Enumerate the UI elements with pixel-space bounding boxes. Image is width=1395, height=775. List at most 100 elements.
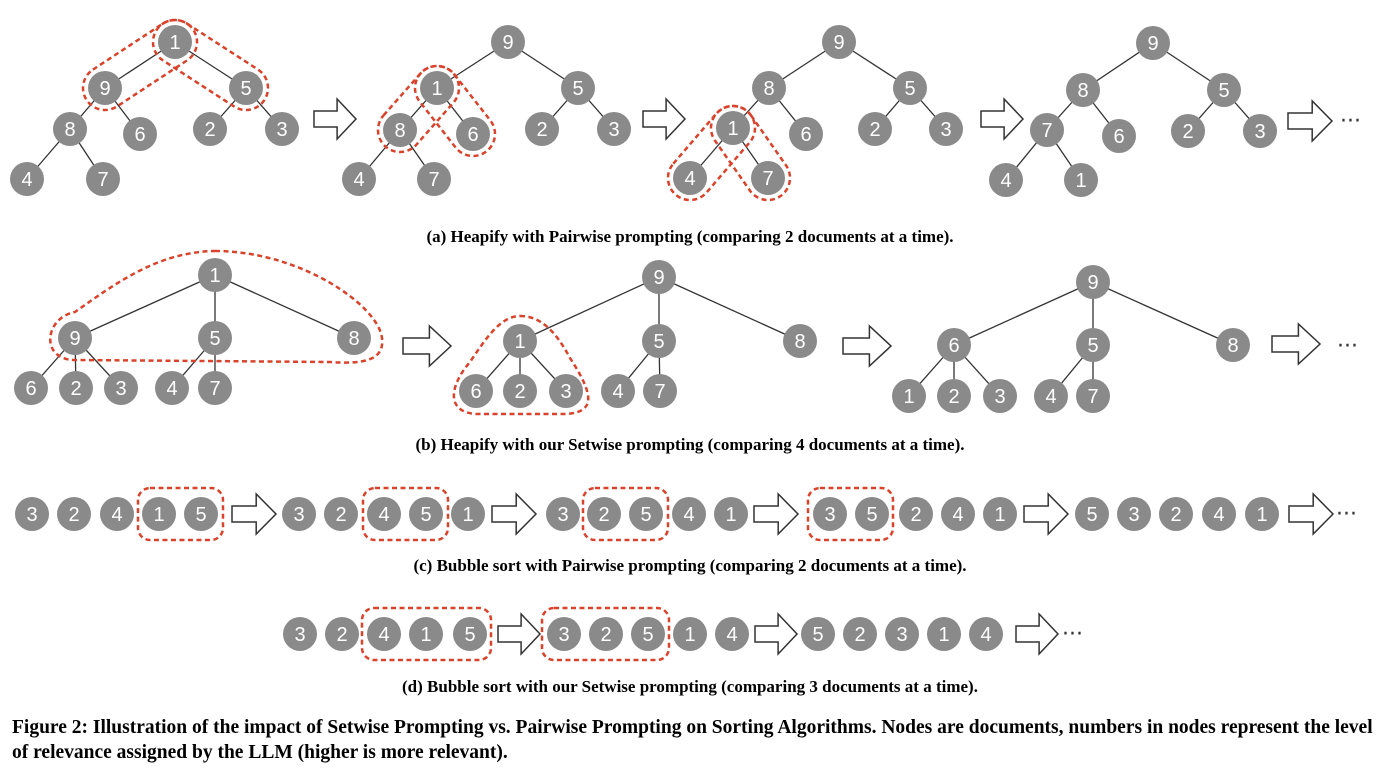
node-label: 2 bbox=[600, 624, 611, 646]
node-label: 6 bbox=[25, 378, 36, 400]
node-circle bbox=[714, 497, 748, 531]
tree-node: 3 bbox=[597, 112, 631, 146]
node-label: 3 bbox=[293, 504, 304, 526]
node-label: 2 bbox=[598, 504, 609, 526]
node-circle bbox=[716, 111, 750, 145]
tree-node: 6 bbox=[14, 371, 48, 405]
tree-node: 5 bbox=[855, 497, 889, 531]
node-circle bbox=[547, 617, 581, 651]
comparison-highlight bbox=[452, 314, 590, 416]
tree-node: 7 bbox=[86, 162, 120, 196]
node-circle bbox=[14, 371, 48, 405]
tree-node: 1 bbox=[503, 324, 537, 358]
node-circle bbox=[885, 617, 919, 651]
node-label: 7 bbox=[1041, 120, 1052, 142]
tree-node: 4 bbox=[969, 617, 1003, 651]
node-label: 2 bbox=[854, 624, 865, 646]
node-circle bbox=[1034, 379, 1068, 413]
node-circle bbox=[929, 112, 963, 146]
node-label: 2 bbox=[910, 504, 921, 526]
tree-edge bbox=[74, 274, 216, 339]
node-circle bbox=[184, 497, 218, 531]
node-label: 1 bbox=[153, 504, 164, 526]
tree-node: 1 bbox=[716, 111, 750, 145]
caption-d: (d) Bubble sort with our Setwise prompti… bbox=[402, 677, 978, 696]
node-circle bbox=[409, 617, 443, 651]
node-circle bbox=[969, 617, 1003, 651]
ellipsis: ··· bbox=[1336, 502, 1357, 527]
tree-node: 5 bbox=[629, 497, 663, 531]
tree-node: 2 bbox=[587, 497, 621, 531]
node-circle bbox=[123, 117, 157, 151]
transition-arrow bbox=[754, 612, 799, 656]
node-label: 1 bbox=[169, 32, 180, 54]
tree-node: 1 bbox=[420, 71, 454, 105]
node-label: 3 bbox=[824, 504, 835, 526]
tree-node: 5 bbox=[561, 71, 595, 105]
node-circle bbox=[899, 497, 933, 531]
node-circle bbox=[1243, 114, 1277, 148]
node-label: 1 bbox=[903, 386, 914, 408]
node-circle bbox=[1202, 497, 1236, 531]
transition-arrow bbox=[1023, 492, 1070, 536]
caption-a: (a) Heapify with Pairwise prompting (com… bbox=[426, 227, 953, 246]
tree-node: 3 bbox=[983, 379, 1017, 413]
node-circle bbox=[198, 321, 232, 355]
tree-node: 2 bbox=[858, 112, 892, 146]
node-label: 6 bbox=[470, 381, 481, 403]
node-circle bbox=[229, 71, 263, 105]
node-circle bbox=[1245, 497, 1279, 531]
tree-node: 3 bbox=[549, 374, 583, 408]
node-label: 9 bbox=[833, 32, 844, 54]
caption-c: (c) Bubble sort with Pairwise prompting … bbox=[413, 556, 966, 575]
tree-node: 1 bbox=[927, 617, 961, 651]
tree-node: 4 bbox=[601, 374, 635, 408]
node-circle bbox=[597, 112, 631, 146]
node-label: 4 bbox=[21, 169, 32, 191]
node-circle bbox=[86, 162, 120, 196]
comparison-highlight bbox=[376, 64, 461, 154]
node-label: 9 bbox=[99, 78, 110, 100]
tree-node: 5 bbox=[453, 617, 487, 651]
node-label: 5 bbox=[904, 78, 915, 100]
node-circle bbox=[546, 497, 580, 531]
comparison-highlight bbox=[49, 249, 384, 364]
node-circle bbox=[751, 161, 785, 195]
transition-arrow bbox=[842, 324, 893, 368]
node-circle bbox=[822, 25, 856, 59]
tree-node: 7 bbox=[1076, 379, 1110, 413]
tree-node: 3 bbox=[1243, 114, 1277, 148]
node-label: 3 bbox=[1128, 504, 1139, 526]
node-label: 3 bbox=[1254, 121, 1265, 143]
tree-node: 1 bbox=[198, 258, 232, 292]
node-label: 8 bbox=[394, 120, 405, 142]
tree-node: 3 bbox=[813, 497, 847, 531]
tree-node: 2 bbox=[589, 617, 623, 651]
node-circle bbox=[983, 497, 1017, 531]
node-label: 2 bbox=[68, 504, 79, 526]
tree-node: 4 bbox=[10, 162, 44, 196]
node-circle bbox=[420, 71, 454, 105]
node-label: 4 bbox=[1045, 386, 1056, 408]
tree-node: 1 bbox=[892, 379, 926, 413]
node-circle bbox=[198, 258, 232, 292]
comparison-highlight bbox=[709, 104, 792, 202]
node-label: 2 bbox=[70, 378, 81, 400]
node-label: 8 bbox=[763, 78, 774, 100]
tree-node: 4 bbox=[155, 371, 189, 405]
node-circle bbox=[843, 617, 877, 651]
comparison-highlight bbox=[540, 606, 671, 662]
node-circle bbox=[937, 328, 971, 362]
node-label: 6 bbox=[800, 124, 811, 146]
ellipsis: ··· bbox=[1062, 622, 1083, 647]
tree-node: 6 bbox=[937, 328, 971, 362]
tree-edge bbox=[519, 276, 660, 342]
node-circle bbox=[1076, 328, 1110, 362]
node-circle bbox=[324, 497, 358, 531]
node-circle bbox=[1066, 73, 1100, 107]
node-circle bbox=[941, 497, 975, 531]
node-circle bbox=[53, 112, 87, 146]
node-label: 5 bbox=[572, 78, 583, 100]
node-circle bbox=[142, 497, 176, 531]
tree-node: 2 bbox=[843, 617, 877, 651]
